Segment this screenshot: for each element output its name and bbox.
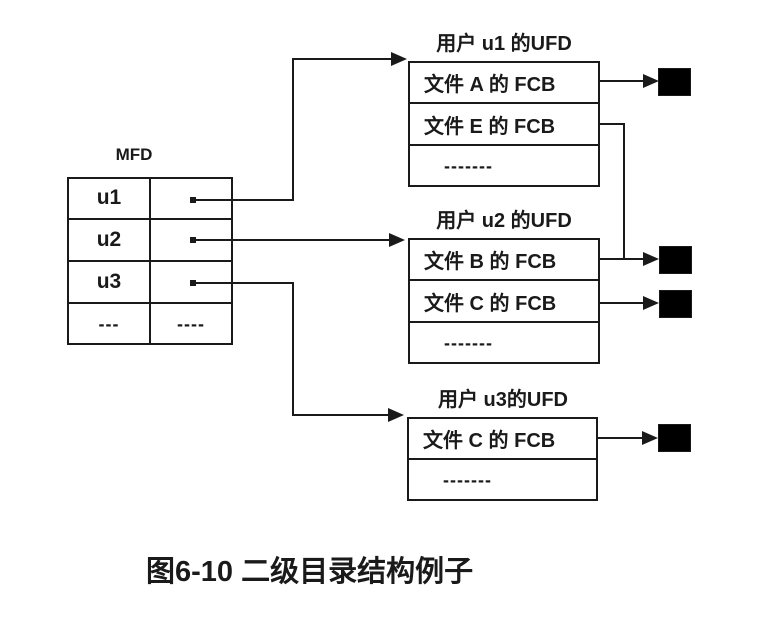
- ufd2-entry-fcb-c: 文件 C 的 FCB: [424, 292, 557, 315]
- ufd3-row-divider: [407, 458, 598, 460]
- mfd-row-more: ---: [98, 313, 120, 334]
- arrow-fcb-c-segment: [600, 302, 644, 304]
- arrow-u2-head: [389, 233, 405, 247]
- ufd1-title: 用户 u1 的UFD: [436, 33, 572, 55]
- arrow-fcb-e-segment: [623, 123, 625, 260]
- arrow-u1-segment: [292, 58, 392, 60]
- mfd-row-u3: u3: [96, 270, 122, 293]
- ufd2-entry-more: -------: [444, 332, 493, 353]
- ufd3-entry-more: -------: [443, 469, 492, 490]
- arrow-fcb-c-u3-segment: [598, 437, 643, 439]
- ufd1-entry-fcb-e: 文件 E 的 FCB: [424, 115, 556, 138]
- arrow-u3-segment: [292, 282, 294, 416]
- arrow-fcb-e-segment: [600, 123, 625, 125]
- arrow-u3-segment: [292, 414, 388, 416]
- arrow-fcb-c-u3-head: [642, 431, 658, 445]
- arrow-fcb-c-head: [643, 296, 659, 310]
- file-block-shared-b-e: [659, 246, 692, 274]
- mfd-title: MFD: [115, 145, 153, 164]
- figure-caption: 图6-10 二级目录结构例子: [146, 556, 474, 588]
- mfd-row-divider: [67, 302, 233, 304]
- ufd1-row-divider: [408, 102, 600, 104]
- ufd2-row-divider: [408, 321, 600, 323]
- arrow-u1-head: [391, 52, 407, 66]
- ufd2-title: 用户 u2 的UFD: [436, 210, 572, 232]
- arrow-u1-segment: [292, 58, 294, 201]
- mfd-row-divider: [67, 218, 233, 220]
- arrow-u3-head: [388, 408, 404, 422]
- arrow-u2-segment: [193, 239, 389, 241]
- arrow-u1-segment: [193, 199, 294, 201]
- ufd3-entry-fcb-c: 文件 C 的 FCB: [423, 429, 556, 452]
- arrow-fcb-b-head: [643, 252, 659, 266]
- file-block-c-u3: [658, 424, 691, 452]
- ufd1-row-divider: [408, 144, 600, 146]
- mfd-pointer-more: ----: [177, 313, 205, 334]
- ufd2-entry-fcb-b: 文件 B 的 FCB: [424, 250, 557, 273]
- mfd-row-u1: u1: [96, 186, 122, 209]
- arrow-fcb-b-segment: [600, 258, 644, 260]
- file-block-a: [658, 68, 691, 96]
- file-block-c-u2: [659, 290, 692, 318]
- ufd3-title: 用户 u3的UFD: [438, 389, 568, 411]
- ufd1-table: [408, 61, 600, 187]
- ufd1-entry-fcb-a: 文件 A 的 FCB: [424, 73, 556, 96]
- mfd-row-u2: u2: [96, 228, 122, 251]
- arrow-fcb-a-segment: [600, 80, 644, 82]
- ufd1-entry-more: -------: [444, 155, 493, 176]
- arrow-fcb-a-head: [643, 74, 659, 88]
- ufd2-table: [408, 238, 600, 364]
- mfd-row-divider: [67, 260, 233, 262]
- arrow-u3-segment: [193, 282, 294, 284]
- ufd2-row-divider: [408, 279, 600, 281]
